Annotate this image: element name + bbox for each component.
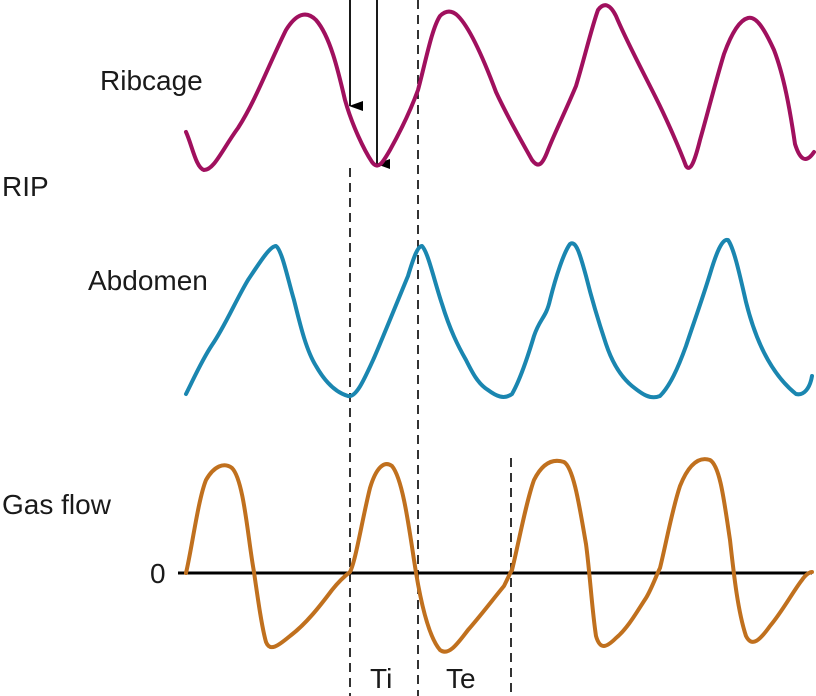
zero-label: 0 [150, 558, 166, 589]
abdomen-label: Abdomen [88, 265, 208, 296]
rip-label: RIP [2, 171, 49, 202]
te-label: Te [446, 663, 476, 694]
ribcage-trace [184, 3, 816, 172]
ribcage-label: Ribcage [100, 65, 203, 96]
abdomen-trace [184, 237, 814, 400]
gas-flow-trace [184, 457, 814, 654]
ti-label: Ti [370, 663, 392, 694]
gas-flow-label: Gas flow [2, 489, 112, 520]
